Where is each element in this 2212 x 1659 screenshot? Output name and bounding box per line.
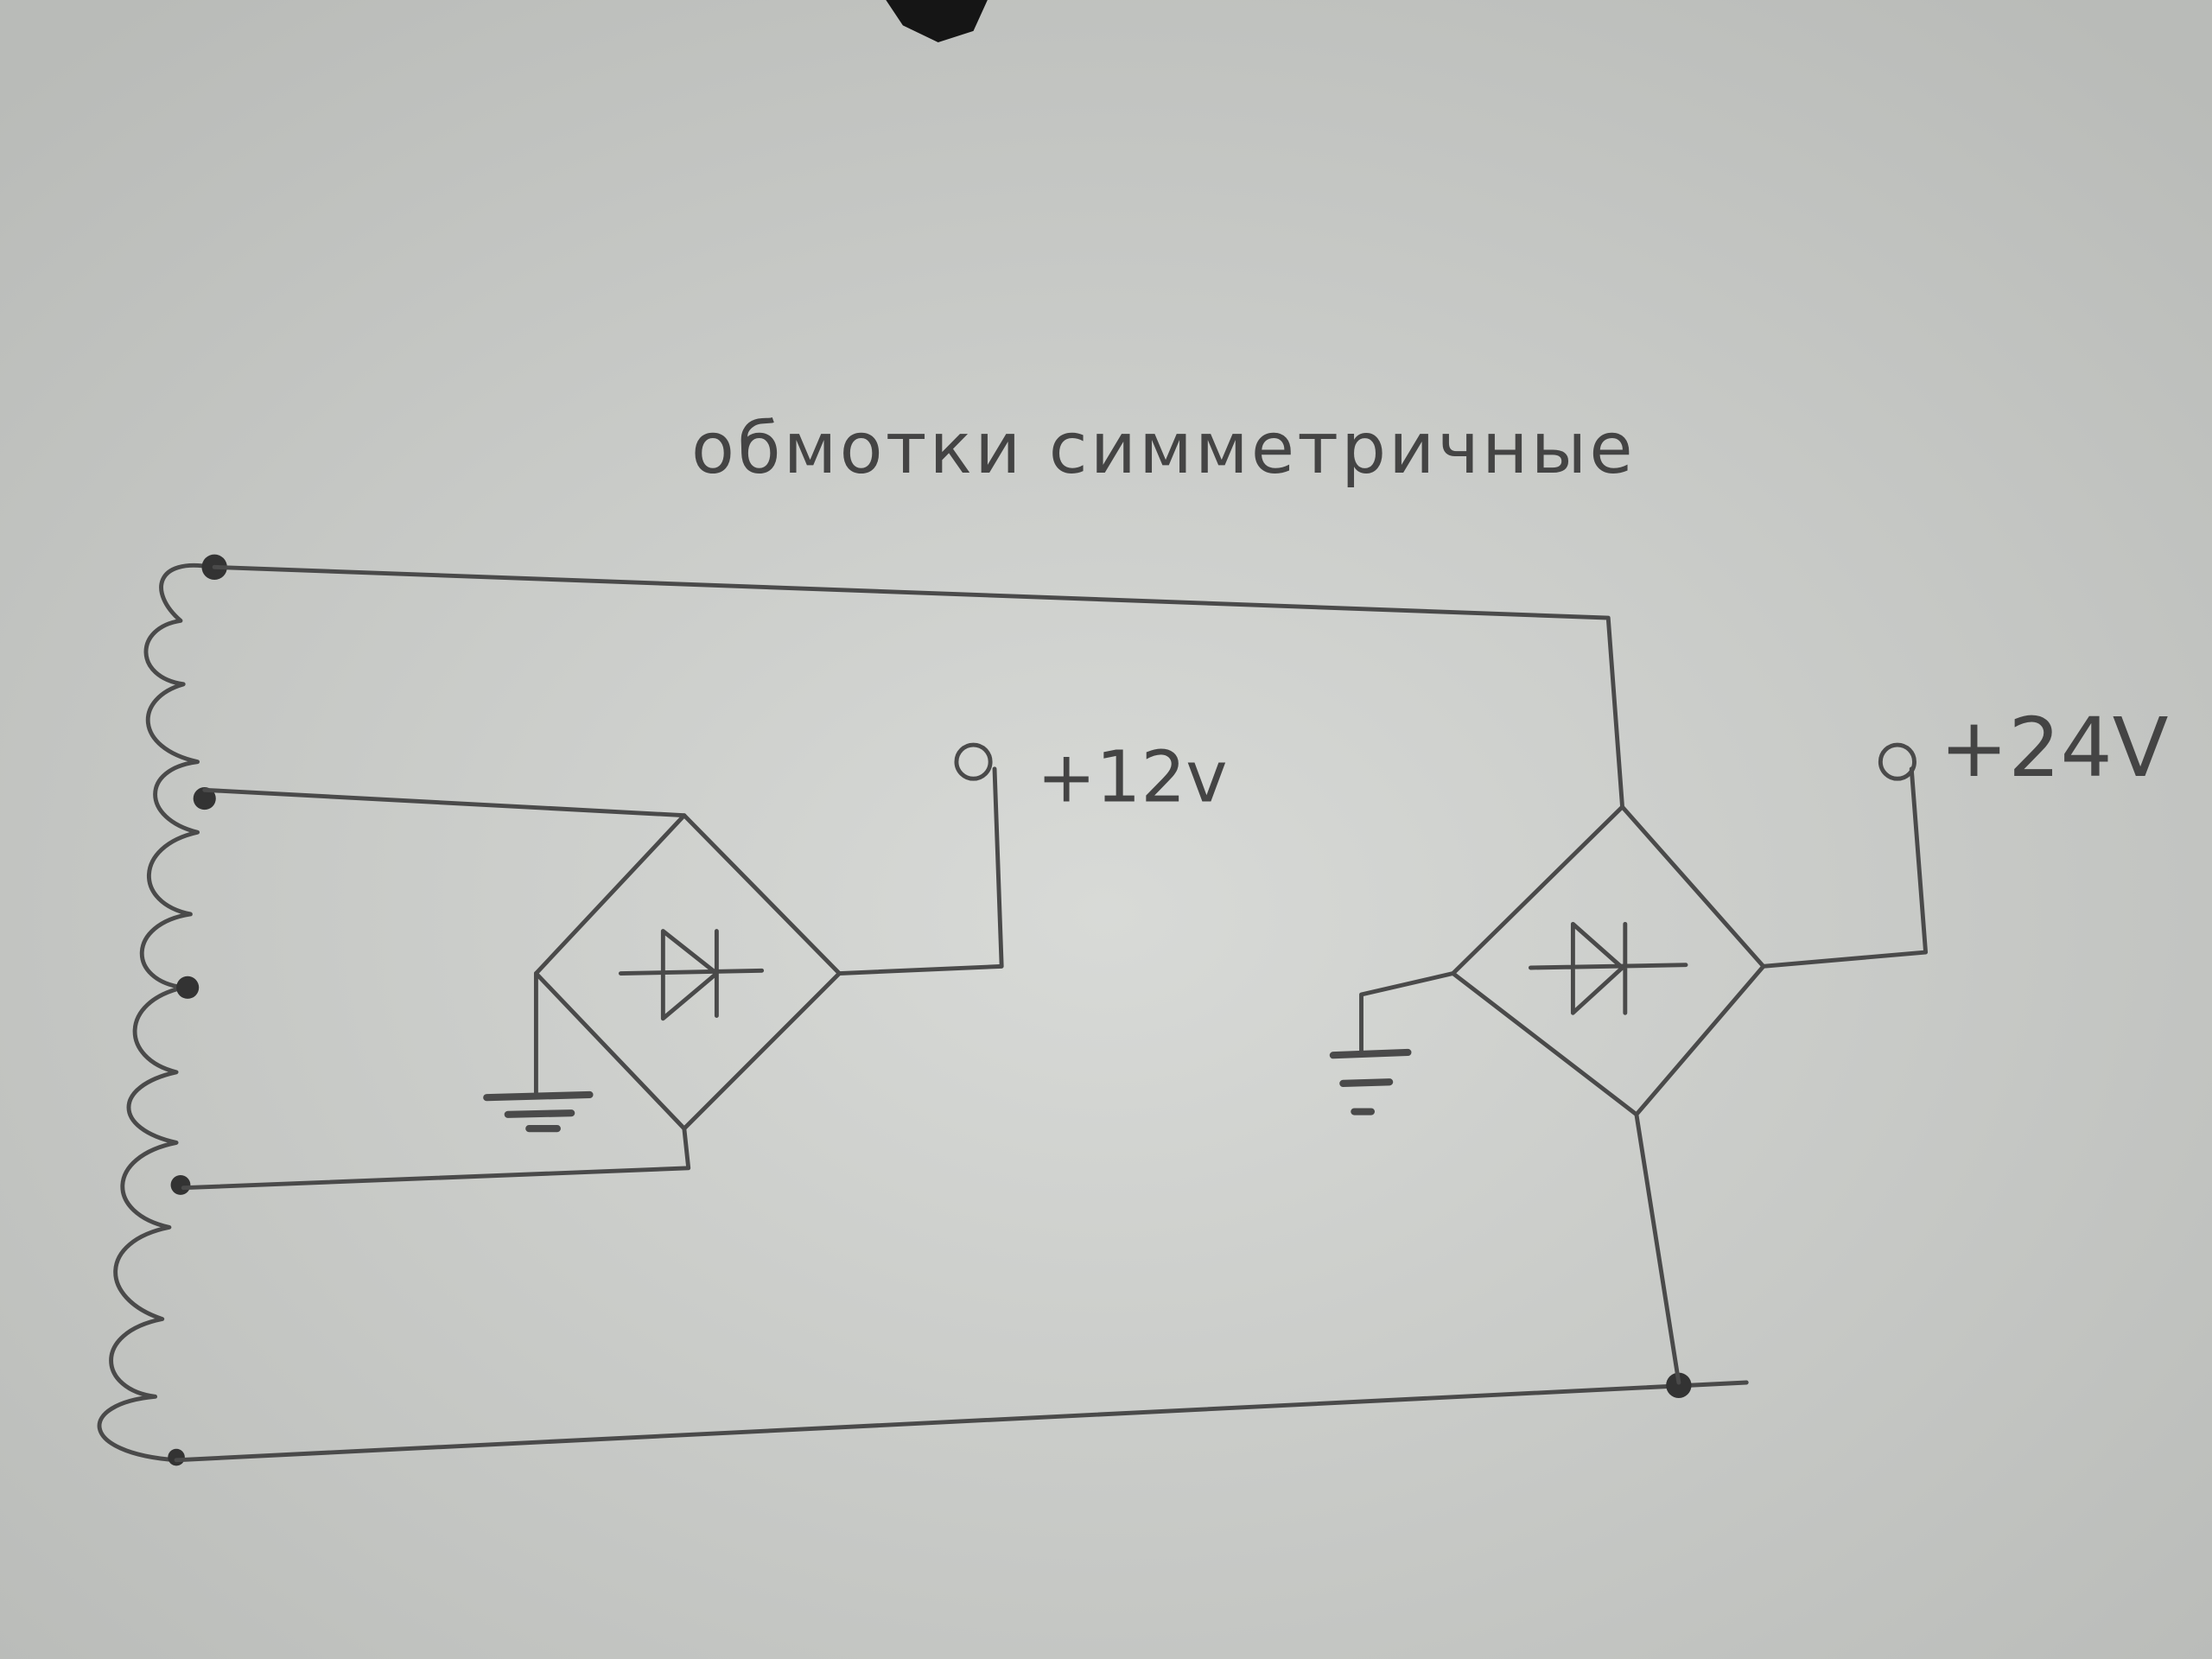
bridge-rectifier-12v — [181, 742, 1004, 1191]
wire-top — [212, 564, 1624, 810]
bridge-rectifier-24v — [1329, 742, 1929, 1385]
label-plus-24v: +24V — [1940, 701, 2169, 796]
label-plus-12v: +12v — [1037, 736, 1228, 818]
junction-dot — [1666, 1372, 1692, 1398]
wire-bottom — [174, 1380, 1749, 1463]
terminal-12v — [954, 742, 993, 781]
transformer-winding — [97, 563, 214, 1463]
diagram-title: обмотки симметричные — [691, 408, 1636, 490]
terminal-24v — [1878, 742, 1916, 781]
dark-object — [886, 0, 988, 42]
